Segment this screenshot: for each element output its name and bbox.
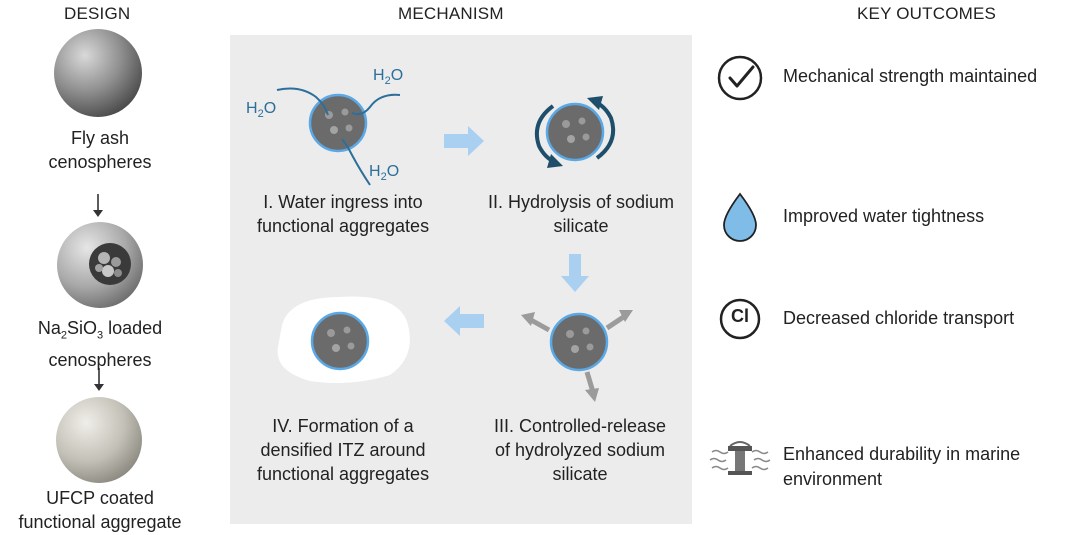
outcome-icons (709, 55, 771, 475)
step4-aggregate (310, 311, 370, 371)
step3-aggregate (521, 310, 633, 402)
loaded-cenospheres-label: Na2SiO3 loaded cenospheres (37, 318, 163, 370)
mechanism-header: MECHANISM (398, 4, 504, 23)
arrow-2-to-3 (561, 254, 589, 292)
step2-aggregate (534, 96, 616, 168)
water-path-3 (341, 138, 371, 186)
h2o-label-3: H2O (369, 163, 400, 184)
chloride-icon-text: Cl (731, 306, 749, 326)
outcome-water-tightness: Improved water tightness (783, 206, 985, 226)
h2o-label-2: H2O (373, 67, 404, 88)
h2o-label-1: H2O (246, 100, 277, 121)
step1-label: I. Water ingress into functional aggrega… (256, 192, 430, 236)
arrow-1-to-2 (444, 126, 484, 156)
water-path-2 (351, 93, 401, 116)
fly-ash-label: Fly ash cenospheres (48, 128, 152, 172)
water-drop-icon (723, 192, 757, 242)
mechanism-panel (230, 35, 692, 524)
outcome-durability: Enhanced durability in marine environmen… (783, 444, 1021, 489)
fly-ash-cenosphere-image (54, 29, 142, 117)
arrow-3-to-4 (444, 306, 484, 336)
chloride-icon (719, 298, 761, 340)
check-circle-icon (717, 55, 763, 101)
step2-label: II. Hydrolysis of sodium silicate (487, 192, 675, 236)
marine-bollard-icon (709, 441, 771, 475)
mechanism-graphics (276, 87, 633, 402)
design-header: DESIGN (64, 4, 131, 23)
design-graphics (54, 29, 143, 483)
ufcp-aggregate-image (56, 397, 142, 483)
step1-aggregate (308, 93, 368, 153)
outcome-chloride: Decreased chloride transport (783, 308, 1015, 328)
ufcp-label: UFCP coated functional aggregate (18, 488, 182, 532)
outcome-strength: Mechanical strength maintained (783, 66, 1038, 86)
step3-label: III. Controlled-release of hydrolyzed so… (493, 416, 667, 484)
step4-label: IV. Formation of a densified ITZ around … (256, 416, 430, 484)
water-path-1 (276, 87, 329, 116)
key-outcomes-header: KEY OUTCOMES (857, 4, 997, 23)
